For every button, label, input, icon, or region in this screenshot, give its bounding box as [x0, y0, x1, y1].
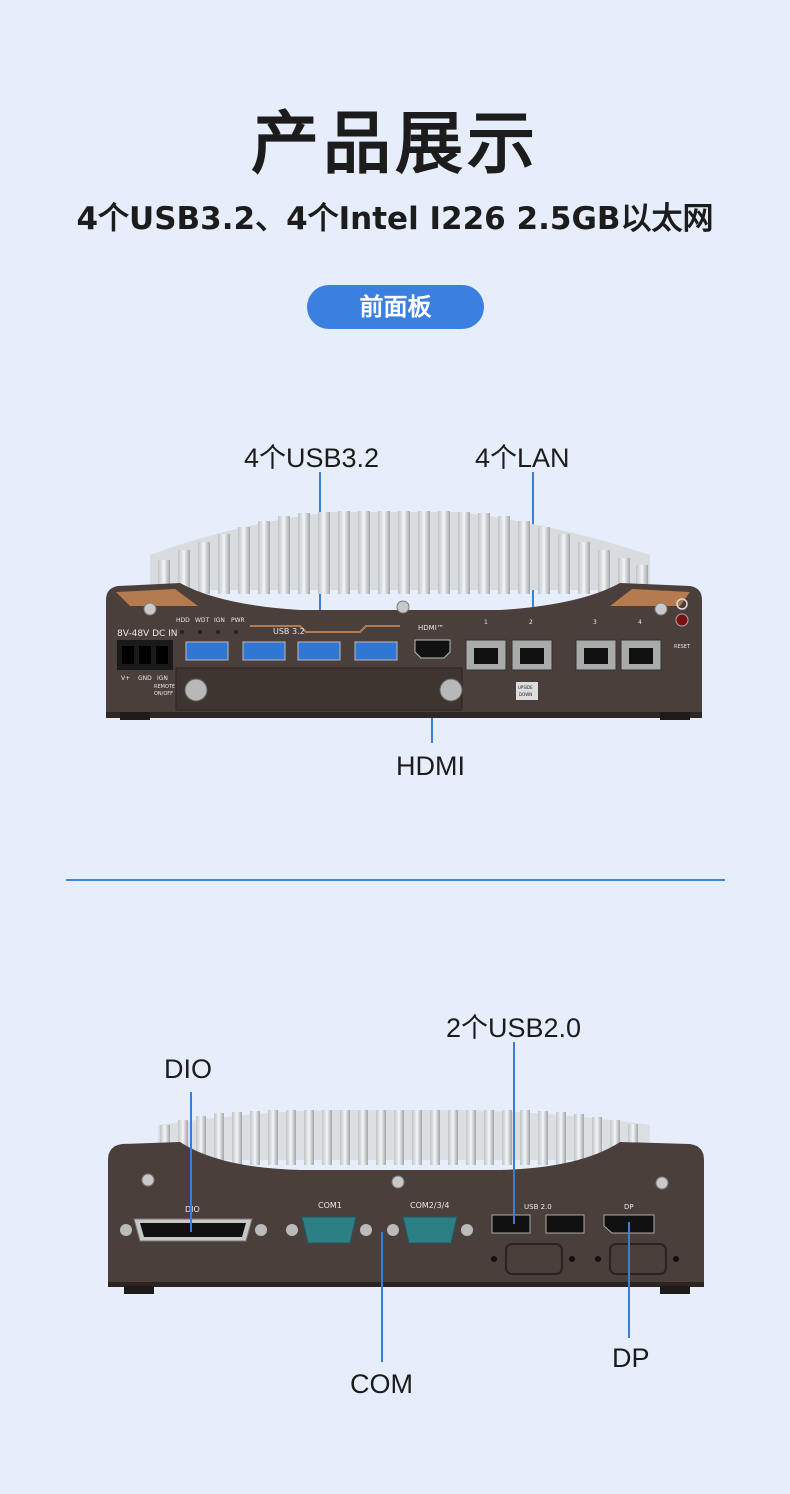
com234-label: COM2/3/4: [410, 1201, 449, 1210]
reset-label: RESET: [674, 644, 691, 650]
hdmi-port: [414, 639, 451, 659]
callout-line-com: [381, 1232, 383, 1362]
callout-line-dp: [628, 1222, 630, 1338]
led-label-ign: IGN: [214, 617, 225, 624]
section-pill-front-panel: 前面板: [307, 285, 484, 329]
led-label-hdd: HDD: [176, 617, 190, 624]
com1-label: COM1: [318, 1201, 342, 1210]
callout-label-dp: DP: [612, 1343, 650, 1373]
dp-label: DP: [624, 1203, 634, 1211]
callout-line-usb2: [513, 1042, 515, 1224]
svg-text:2: 2: [529, 619, 533, 626]
callout-label-com: COM: [350, 1369, 413, 1399]
lan-ports: 1 2 3 4: [465, 619, 662, 671]
power-in-label: 8V-48V DC IN: [117, 629, 178, 639]
upside-label: UPSIDE: [518, 685, 533, 690]
usb2-port-2: [545, 1214, 585, 1234]
front-heatsink: [150, 511, 650, 594]
usb2-label: USB 2.0: [524, 1203, 552, 1211]
pin-label-ign: IGN: [157, 675, 168, 682]
usb2-port-1: [491, 1214, 531, 1234]
callout-label-hdmi: HDMI: [396, 751, 465, 781]
usb3-ports: [185, 641, 398, 661]
power-button: [675, 613, 689, 627]
svg-text:4: 4: [638, 619, 642, 626]
svg-text:3: 3: [593, 619, 597, 626]
down-label: DOWN: [519, 692, 532, 697]
power-icon: [676, 598, 688, 610]
led-label-wdt: WDT: [195, 617, 210, 624]
page-subtitle: 4个USB3.2、4个Intel I226 2.5GB以太网: [76, 201, 714, 237]
pin-label-vplus: V+: [121, 675, 130, 682]
com1-connector: [301, 1216, 357, 1244]
rear-heatsink: [158, 1110, 650, 1165]
pin-label-gnd: GND: [138, 675, 152, 682]
callout-label-usb3: 4个USB3.2: [244, 443, 380, 473]
com234-connector: [402, 1216, 458, 1244]
callout-label-dio: DIO: [164, 1054, 213, 1084]
page-title: 产品展示: [250, 105, 539, 184]
usb3-group-label: USB 3.2: [273, 627, 305, 636]
callout-label-lan: 4个LAN: [475, 443, 570, 473]
callout-line-dio: [190, 1092, 192, 1232]
dio-port-label: DIO: [185, 1205, 200, 1214]
remote-label: REMOTE: [154, 684, 175, 690]
onoff-label: ON/OFF: [154, 691, 173, 697]
led-label-pwr: PWR: [231, 617, 245, 624]
callout-label-usb2: 2个USB2.0: [446, 1013, 582, 1043]
hdmi-port-label: HDMI™: [418, 624, 444, 632]
svg-text:1: 1: [484, 619, 488, 626]
section-divider: [66, 879, 725, 881]
